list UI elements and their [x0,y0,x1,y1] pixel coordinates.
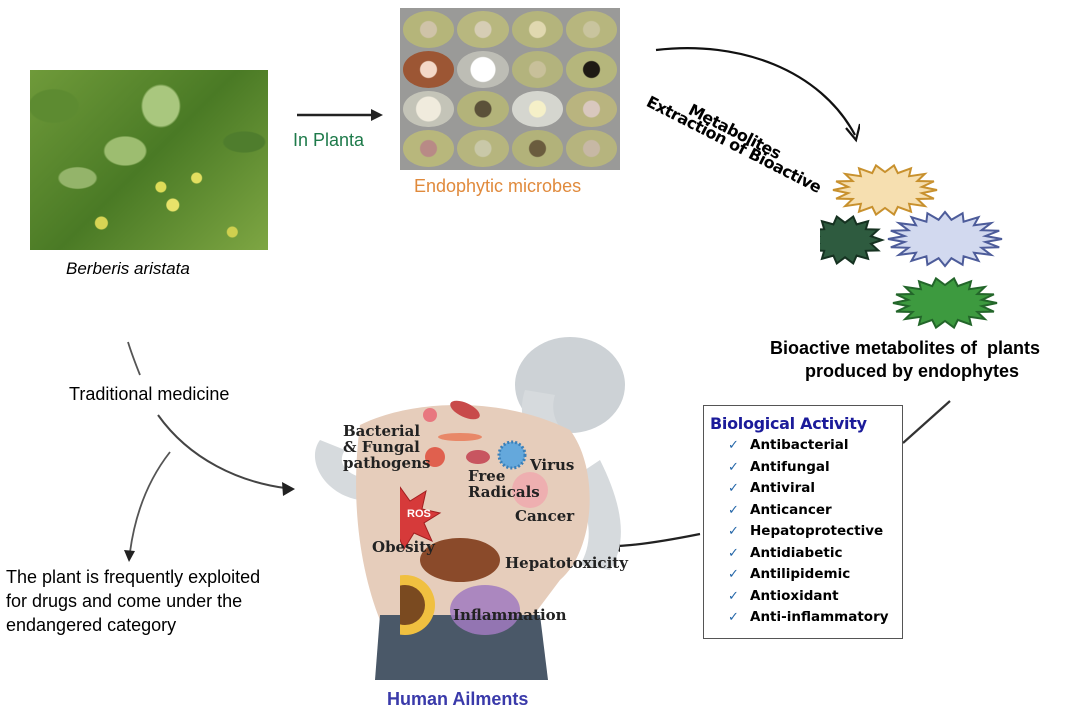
metabolite-starburst-icon [887,210,1003,268]
petri-plate [403,50,455,88]
petri-plate [511,90,563,128]
petri-plate [403,11,455,48]
ailment-inflammation: Inflammation [453,606,567,624]
traditional-arrows [124,341,295,562]
inflammation-icon [450,585,520,635]
activity-label: Antilipidemic [750,566,851,582]
petri-plate [511,50,563,88]
in-planta-label: In Planta [293,130,365,150]
check-icon: ✓ [728,588,739,604]
endangered-note-line3: endangered category [6,615,177,635]
metabolite-starburst-icon [832,163,938,217]
petri-plate [565,11,617,48]
connector-line [902,400,951,444]
fungal-hypha-icon [438,433,482,441]
check-icon: ✓ [728,459,739,475]
ailment-graphics [400,400,548,635]
bacterium-icon [423,408,437,422]
activity-item: ✓ Hepatoprotective [728,521,896,543]
red-cell-icon [466,450,490,464]
check-icon: ✓ [728,502,739,518]
ailment-hepatotoxicity: Hepatotoxicity [505,554,628,572]
ailment-cancer: Cancer [515,507,575,525]
activity-item: ✓ Antiviral [728,478,896,500]
petri-plate [565,130,617,167]
plant-photo [30,70,268,250]
endangered-note: The plant is frequently exploited for dr… [6,565,260,637]
ailment-free-radicals: Free Radicals [468,467,540,501]
petri-plate [565,90,617,128]
ros-starburst-icon [400,486,442,551]
activity-item: ✓ Antilipidemic [728,564,896,586]
activity-item: ✓ Antioxidant [728,586,896,608]
check-icon: ✓ [728,524,739,539]
metabolites-label-line2: produced by endophytes [805,361,1020,381]
ailment-virus: Virus [530,456,575,474]
check-icon: ✓ [728,567,739,582]
ailment-obesity: Obesity [372,538,435,556]
petri-plate [403,130,455,167]
petri-plate [457,11,509,48]
activity-label: Antidiabetic [750,544,843,561]
activity-label: Antiviral [750,480,815,496]
petri-plate [457,130,509,167]
cancer-cell-icon [512,472,548,508]
ailment-bacterial: Bacterial & Fungal pathogens [343,422,431,472]
liver-icon [420,538,500,582]
metabolite-shapes [820,163,1003,330]
activity-item: ✓ Anti-inflammatory [728,607,896,629]
petri-plate [511,130,563,167]
biological-activity-box: Biological Activity ✓ Antibacterial ✓ Antif… [703,405,903,639]
ros-label: ROS [407,508,431,520]
human-ailments-title: Human Ailments [387,689,529,709]
extraction-arrow [655,47,860,143]
endangered-note-line1: The plant is frequently exploited [6,567,261,587]
activity-label: Hepatoprotective [750,523,884,539]
plant-name: Berberis aristata [66,259,190,278]
metabolite-starburst-icon [820,215,886,265]
traditional-medicine-label: Traditional medicine [69,384,230,404]
petri-plate [457,90,509,128]
activity-label: Anticancer [750,501,832,518]
metabolite-starburst-icon [892,276,998,330]
endangered-note-line2: for drugs and come under the [6,591,243,611]
cell-icon [425,447,445,467]
petri-plate [457,50,509,88]
metabolites-label-line1: Bioactive metabolites of plants [770,338,1041,358]
petri-plate [403,90,455,128]
check-icon: ✓ [728,438,739,453]
petri-plate [565,50,617,88]
biological-activity-title: Biological Activity [710,414,867,433]
activity-label: Antifungal [750,458,830,475]
activity-item: ✓ Antifungal [728,457,896,479]
virus-icon [497,440,527,470]
check-icon: ✓ [728,481,739,496]
check-icon: ✓ [728,545,739,561]
endophytic-microbes-label: Endophytic microbes [414,176,582,196]
in-planta-arrow [297,109,383,121]
activity-label: Antibacterial [750,437,849,453]
activity-item: ✓ Antibacterial [728,435,896,457]
bacillus-icon [450,400,480,420]
endophyte-plates-image [400,8,620,170]
activity-item: ✓ Anticancer [728,500,896,522]
activity-label: Anti-inflammatory [750,609,889,625]
petri-plate [511,11,563,48]
check-icon: ✓ [728,610,739,625]
biological-activity-list: ✓ Antibacterial ✓ Antifungal ✓ Antiviral ✓ Anti… [710,435,896,629]
activity-label: Antioxidant [750,587,839,604]
activity-item: ✓ Antidiabetic [728,543,896,565]
